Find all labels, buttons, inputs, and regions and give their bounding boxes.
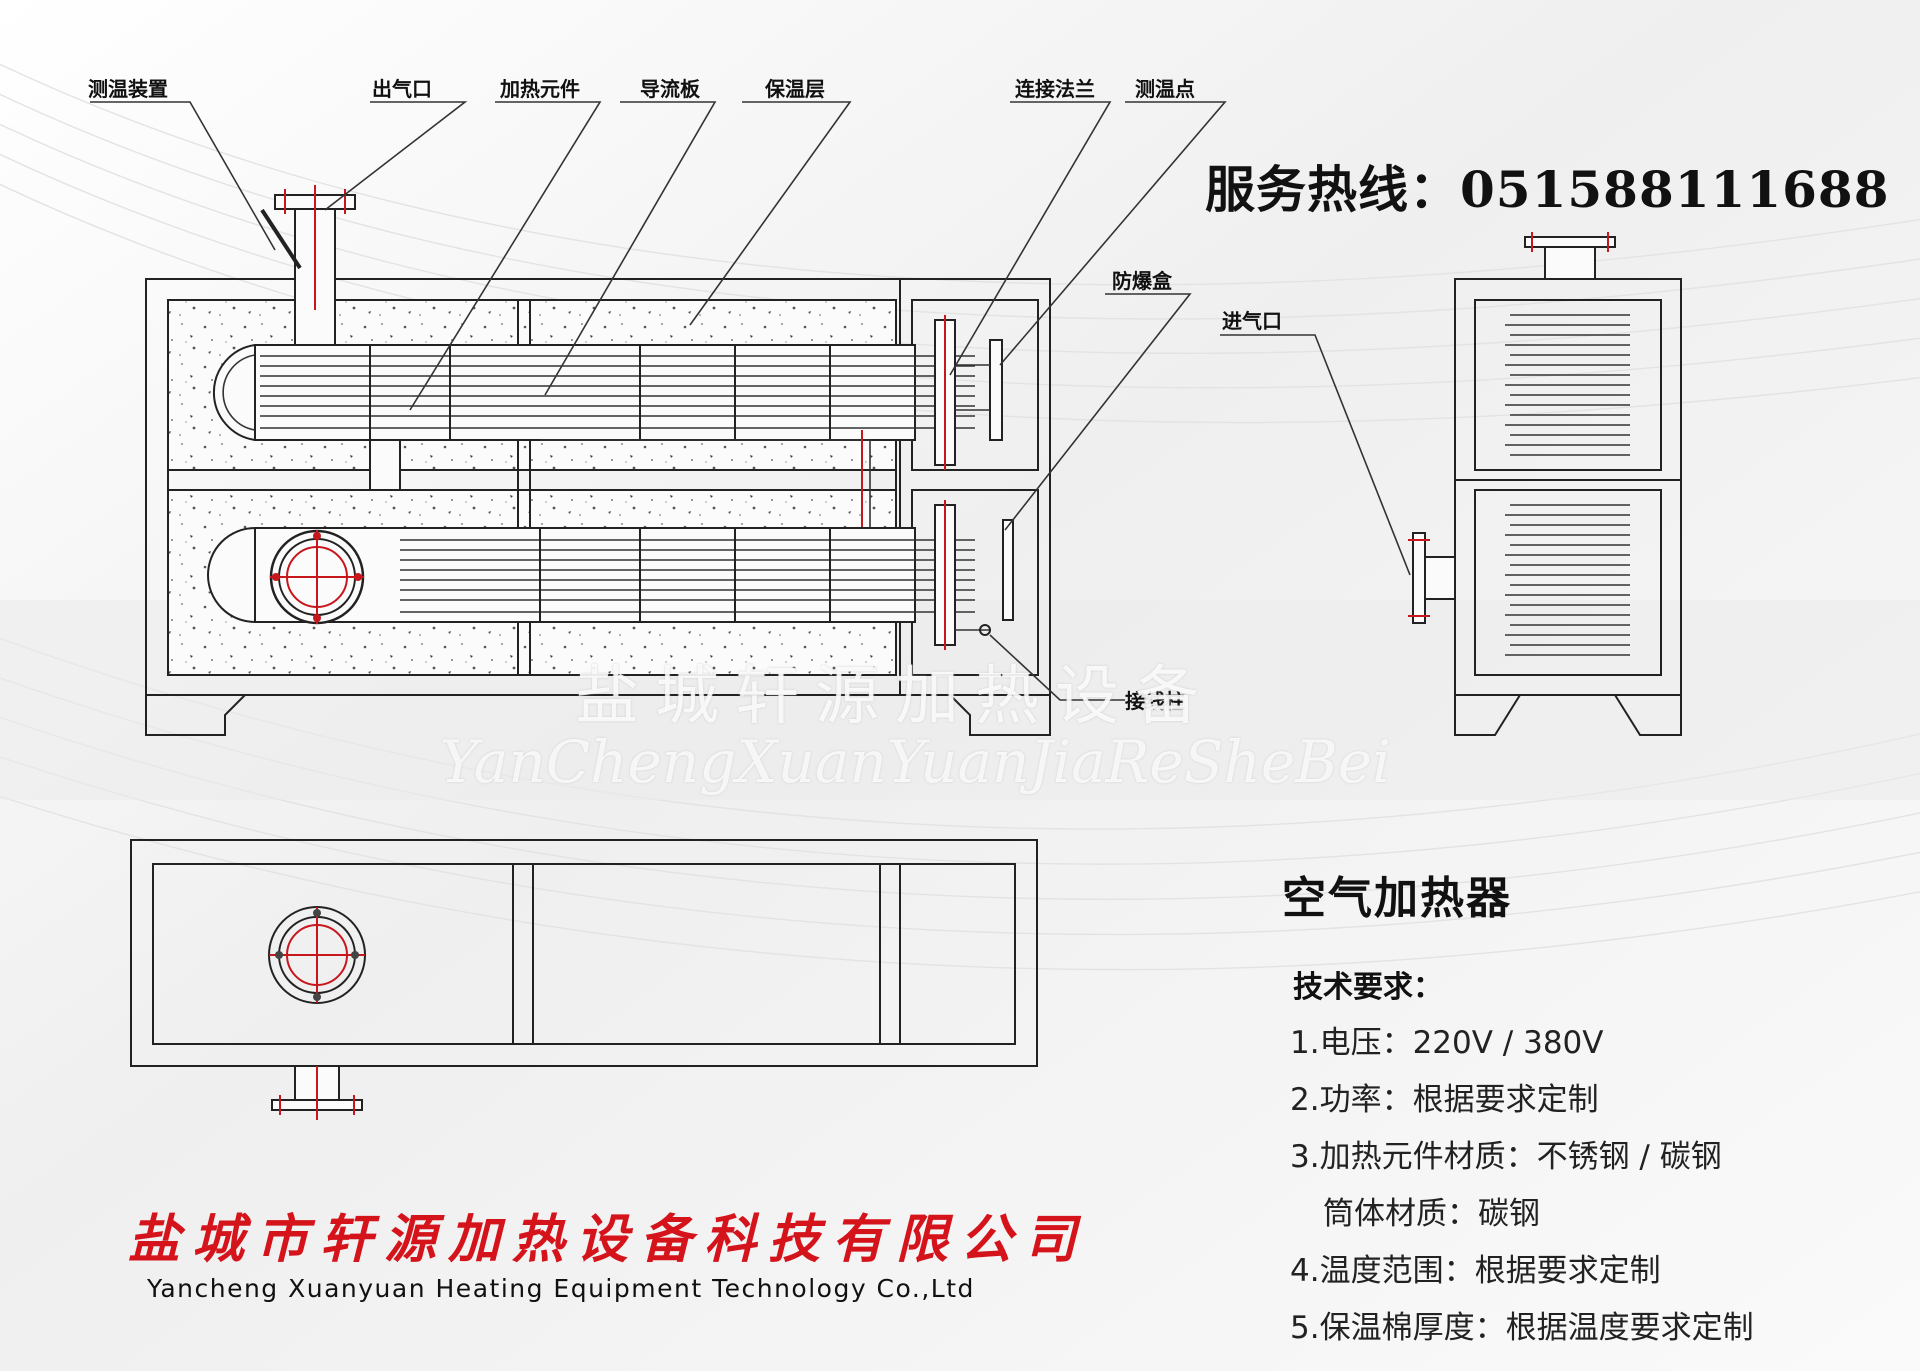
- company-name-en: Yancheng Xuanyuan Heating Equipment Tech…: [147, 1274, 975, 1303]
- watermark-cn: 盐城轩源加热设备: [575, 660, 1215, 734]
- side-view: [1408, 232, 1682, 736]
- spec-temperature: 4.温度范围：根据要求定制: [1290, 1253, 1661, 1289]
- label-insulation: 保温层: [764, 77, 825, 101]
- label-flange: 连接法兰: [1015, 77, 1095, 101]
- product-title: 空气加热器: [1282, 873, 1512, 924]
- label-heating-element: 加热元件: [499, 77, 580, 101]
- label-gas-inlet: 进气口: [1222, 309, 1282, 333]
- spec-voltage: 1.电压：220V / 380V: [1290, 1025, 1604, 1061]
- label-explosion-box: 防爆盒: [1112, 269, 1173, 293]
- spec-list: 1.电压：220V / 380V 2.功率：根据要求定制 3.加热元件材质：不锈…: [1290, 1015, 1754, 1357]
- spec-element-material: 3.加热元件材质：不锈钢 / 碳钢: [1290, 1139, 1722, 1175]
- label-temp-point: 测温点: [1135, 77, 1195, 101]
- label-temp-device: 测温装置: [88, 77, 168, 101]
- spec-heading: 技术要求：: [1293, 970, 1443, 1005]
- front-view: [145, 185, 1051, 736]
- watermark-en: YanChengXuanYuanJiaReSheBei: [440, 728, 1391, 796]
- top-view: [130, 839, 1038, 1120]
- spec-insulation: 5.保温棉厚度：根据温度要求定制: [1290, 1310, 1754, 1346]
- leader-lines: [90, 101, 1411, 701]
- label-baffle: 导流板: [640, 77, 701, 101]
- label-terminal: 接线柱: [1125, 689, 1185, 713]
- company-name-cn: 盐城市轩源加热设备科技有限公司: [128, 1209, 1089, 1270]
- spec-power: 2.功率：根据要求定制: [1290, 1082, 1599, 1118]
- service-hotline: 服务热线：051588111688: [1205, 160, 1890, 219]
- spec-shell-material: 筒体材质：碳钢: [1323, 1196, 1540, 1232]
- part-labels: 测温装置 出气口 加热元件 导流板 保温层 连接法兰 测温点 防爆盒 进气口 接…: [88, 77, 1282, 713]
- label-gas-outlet: 出气口: [372, 77, 432, 101]
